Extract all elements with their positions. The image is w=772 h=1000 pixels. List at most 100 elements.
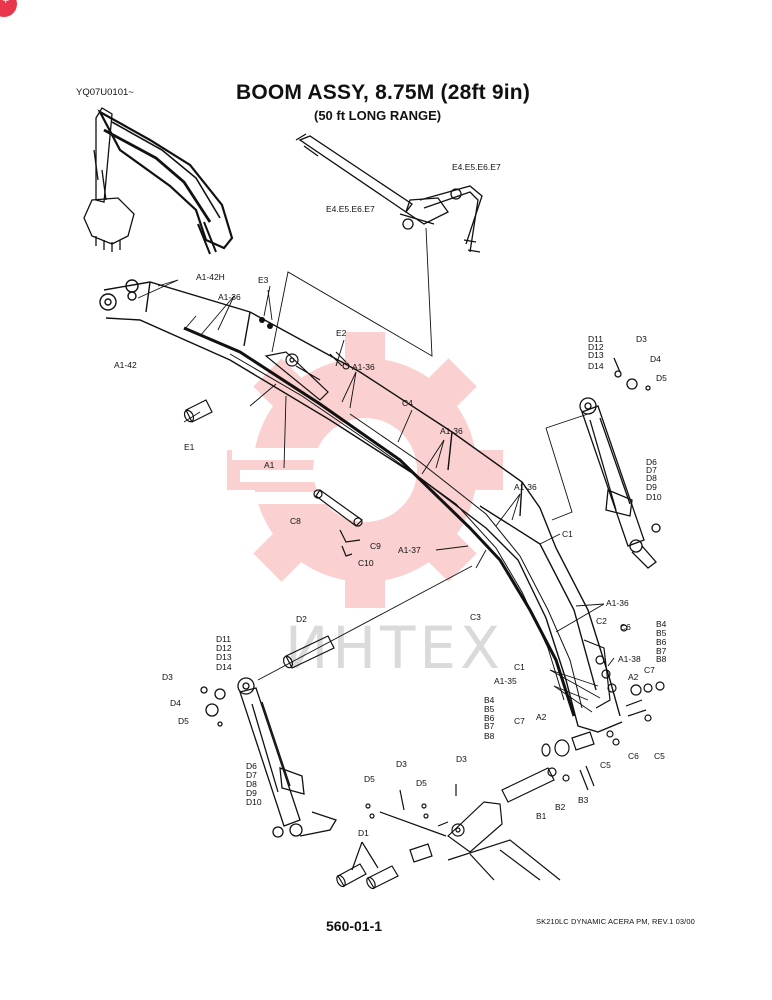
callout-label: E1 — [184, 442, 195, 452]
callout-label: B6 — [656, 637, 667, 647]
callout-label: B4 — [484, 695, 495, 705]
callout-label: A1-36 — [218, 292, 241, 302]
bucket-cylinder-right — [579, 357, 661, 569]
part-callouts: E4.E5.E6.E7E4.E5.E6.E7A1-42HA1-36E3A1-42… — [114, 162, 667, 838]
callout-label: A1-35 — [494, 676, 517, 686]
callout-label: A1-36 — [352, 362, 375, 372]
callout-label: D9 — [246, 788, 257, 798]
callout-label: B3 — [578, 795, 589, 805]
callout-label: B5 — [656, 628, 667, 638]
bolt-e2 — [329, 351, 350, 370]
callout-label: D6 — [646, 457, 657, 467]
lower-bushings — [541, 731, 595, 757]
callout-label: C6 — [620, 622, 631, 632]
callout-label: D13 — [216, 652, 232, 662]
callout-label: B4 — [656, 619, 667, 629]
callout-label: E2 — [336, 328, 347, 338]
callout-label: B1 — [536, 811, 547, 821]
callout-label: B7 — [484, 721, 495, 731]
boom-hose-cylinder — [295, 133, 483, 253]
corner-badge: + — [0, 0, 17, 17]
callout-label: C10 — [358, 558, 374, 568]
callout-label: D13 — [588, 350, 604, 360]
callout-label: B7 — [656, 646, 667, 656]
washers-e3 — [259, 317, 273, 329]
callout-label: B2 — [555, 802, 566, 812]
callout-label: D10 — [646, 492, 662, 502]
callout-label: D11 — [588, 334, 603, 344]
callout-label: D5 — [416, 778, 427, 788]
callout-label: B6 — [484, 713, 495, 723]
callout-label: D5 — [364, 774, 375, 784]
callout-label: C7 — [514, 716, 525, 726]
upper-bracket — [264, 351, 329, 401]
page-number: 560-01-1 — [326, 918, 383, 934]
callout-label: C8 — [290, 516, 301, 526]
callout-label: C3 — [470, 612, 481, 622]
callout-label: C5 — [654, 751, 665, 761]
callout-label: D2 — [296, 614, 307, 624]
callout-label: D9 — [646, 482, 657, 492]
callout-label: A1-38 — [618, 654, 641, 664]
callout-label: D3 — [162, 672, 173, 682]
drawing-code: YQ07U0101~ — [76, 87, 134, 98]
callout-label: A2 — [628, 672, 639, 682]
strut-c8 — [313, 489, 363, 557]
boom-tip-end — [583, 624, 665, 746]
callout-label: B8 — [484, 731, 495, 741]
callout-label: A1-42H — [196, 272, 225, 282]
watermark-text: ИНТЕХ — [285, 614, 504, 682]
callout-label: C7 — [644, 665, 655, 675]
callout-label: D8 — [646, 473, 657, 483]
callout-label: D14 — [216, 662, 232, 672]
callout-label: D3 — [636, 334, 647, 344]
callout-label: D4 — [650, 354, 661, 364]
callout-label: E3 — [258, 275, 269, 285]
callout-label: A2 — [536, 712, 547, 722]
callout-label: D8 — [246, 779, 257, 789]
pin-e1 — [183, 399, 213, 423]
main-boom — [99, 279, 623, 733]
callout-label: B8 — [656, 654, 667, 664]
callout-label: B5 — [484, 704, 495, 714]
callout-label: E4.E5.E6.E7 — [452, 162, 501, 172]
callout-label: D3 — [396, 759, 407, 769]
callout-label: D7 — [646, 465, 657, 475]
pins-d1 — [336, 841, 399, 890]
foot-pin-b1 — [501, 765, 595, 803]
callout-label: C6 — [628, 751, 639, 761]
callout-label: D5 — [656, 373, 667, 383]
callout-label: C2 — [596, 616, 607, 626]
callout-label: A1-36 — [514, 482, 537, 492]
watermark-gear-icon — [227, 332, 503, 608]
bottom-linkage — [365, 784, 561, 881]
callout-label: C1 — [514, 662, 525, 672]
callout-label: C5 — [600, 760, 611, 770]
callout-label: D10 — [246, 797, 262, 807]
callout-label: A1-37 — [398, 545, 421, 555]
callout-label: C1 — [562, 529, 573, 539]
pin-d2 — [282, 635, 335, 669]
page-subtitle: (50 ft LONG RANGE) — [314, 108, 442, 123]
excavator-thumbnail — [83, 107, 234, 255]
callout-label: E4.E5.E6.E7 — [326, 204, 375, 214]
callout-label: C4 — [402, 398, 413, 408]
callout-label: D4 — [170, 698, 181, 708]
callout-label: D5 — [178, 716, 189, 726]
reference-lines — [137, 227, 615, 713]
callout-label: A1-42 — [114, 360, 137, 370]
callout-label: D11 — [216, 634, 231, 644]
callout-label: D14 — [588, 361, 604, 371]
callout-label: C9 — [370, 541, 381, 551]
callout-label: A1-36 — [440, 426, 463, 436]
callout-label: D6 — [246, 761, 257, 771]
callout-label: D12 — [216, 643, 232, 653]
bucket-cylinder-left — [200, 677, 337, 838]
callout-label: D1 — [358, 828, 369, 838]
callout-label: D7 — [246, 770, 257, 780]
model-revision: SK210LC DYNAMIC ACERA PM, REV.1 03/00 — [536, 917, 695, 926]
callout-label: D3 — [456, 754, 467, 764]
callout-label: A1-36 — [606, 598, 629, 608]
badge-glyph: + — [2, 0, 10, 6]
callout-label: D12 — [588, 342, 604, 352]
